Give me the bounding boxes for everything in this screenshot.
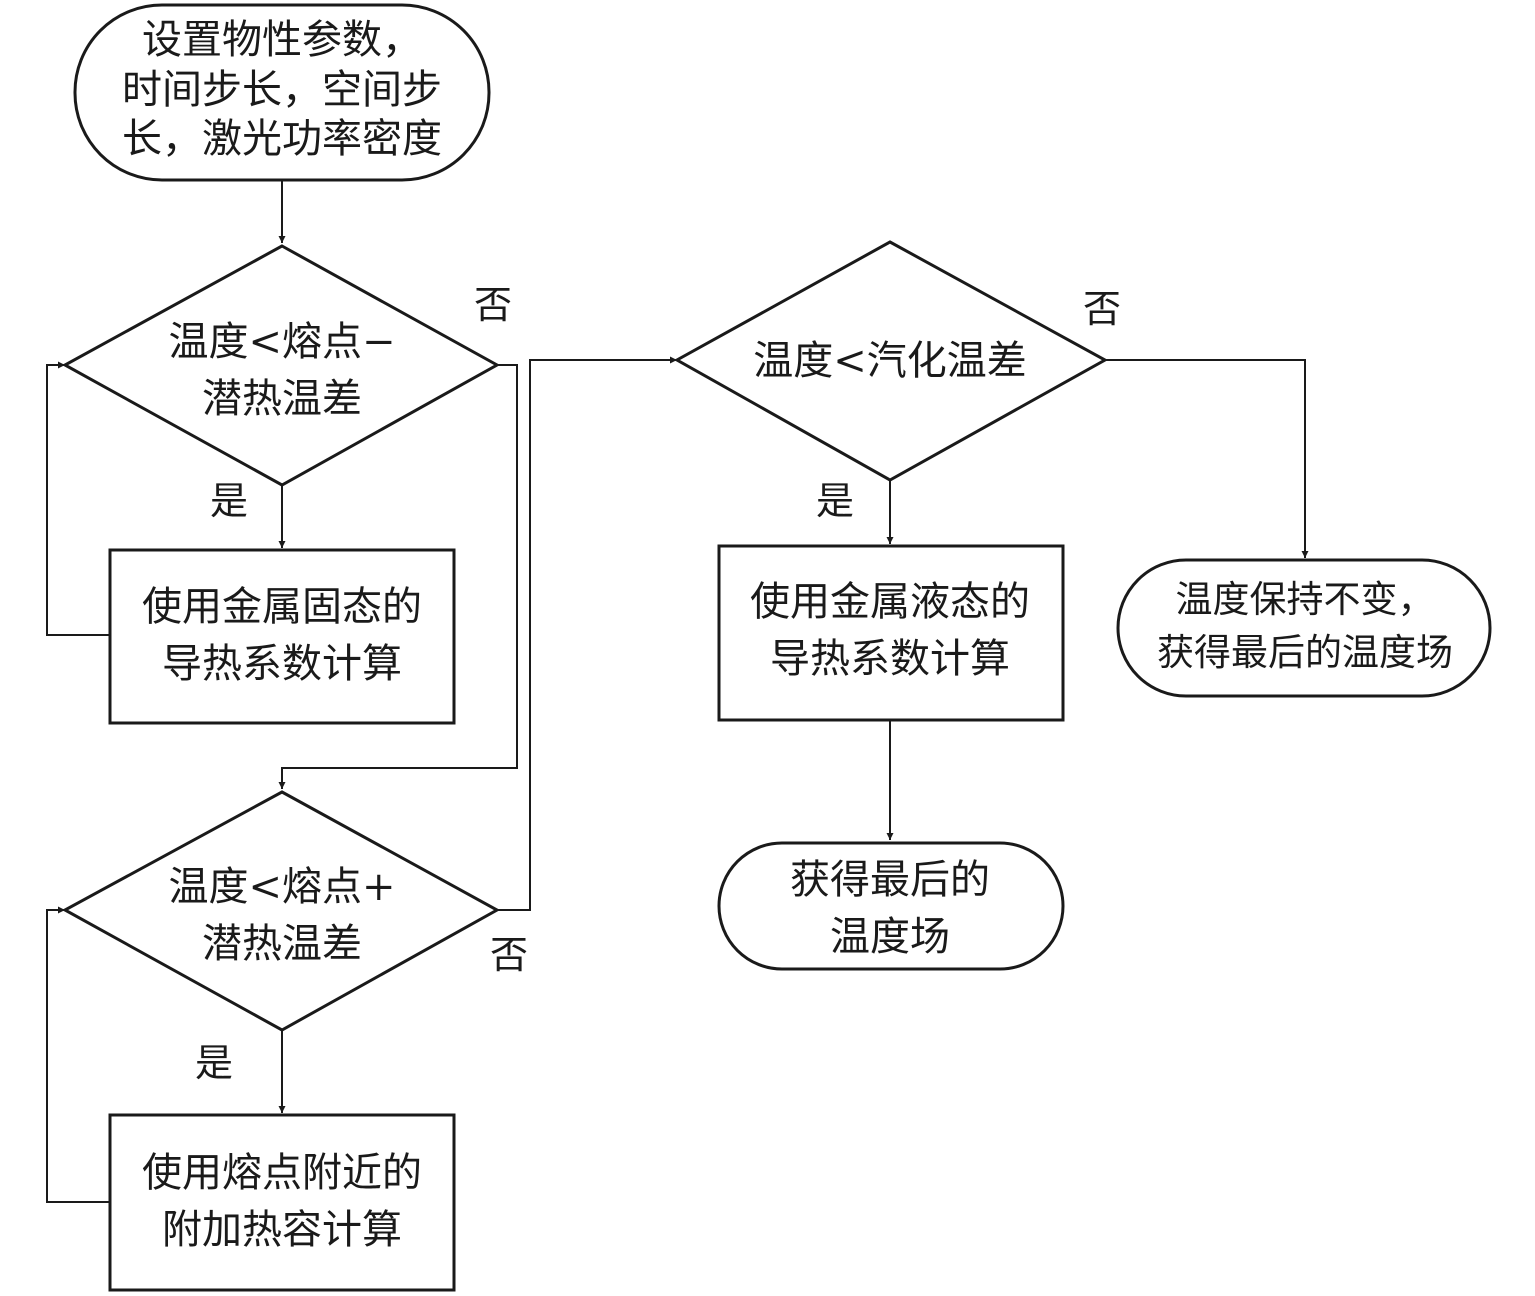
node-start: 设置物性参数， 时间步长，空间步 长，激光功率密度 bbox=[73, 3, 491, 182]
node-liquid-calc-line-1: 使用金属液态的 bbox=[750, 579, 1030, 625]
node-end-liquid-line-1: 获得最后的 bbox=[790, 857, 990, 903]
node-decision3-line-1: 温度<汽化温差 bbox=[753, 338, 1027, 384]
node-solid-calc: 使用金属固态的 导热系数计算 bbox=[108, 548, 456, 725]
node-end-liquid-line-2: 温度场 bbox=[830, 914, 950, 960]
node-end-constant-line-1: 温度保持不变， bbox=[1176, 578, 1435, 621]
node-start-line-1: 设置物性参数， bbox=[142, 17, 422, 63]
edge-decision2-no bbox=[497, 356, 677, 911]
edge-labels: 否 是 否 是 否 是 bbox=[195, 283, 1121, 1085]
node-liquid-calc: 使用金属液态的 导热系数计算 bbox=[717, 544, 1065, 722]
edge-solid-calc-loopback bbox=[46, 361, 110, 636]
label-decision3-no: 否 bbox=[1083, 287, 1121, 331]
node-decision2-line-1: 温度<熔点+ bbox=[168, 864, 395, 910]
node-melt-calc-line-2: 附加热容计算 bbox=[162, 1207, 402, 1253]
label-decision3-yes: 是 bbox=[816, 479, 854, 523]
node-liquid-calc-line-2: 导热系数计算 bbox=[770, 636, 1010, 682]
node-decision1: 温度<熔点− 潜热温差 bbox=[61, 244, 501, 487]
node-end-constant-line-2: 获得最后的温度场 bbox=[1157, 631, 1453, 674]
node-melt-calc: 使用熔点附近的 附加热容计算 bbox=[108, 1113, 456, 1292]
label-decision2-no: 否 bbox=[490, 933, 528, 977]
node-decision2-line-2: 潜热温差 bbox=[202, 921, 362, 967]
label-decision1-yes: 是 bbox=[210, 479, 248, 523]
node-decision1-line-2: 潜热温差 bbox=[202, 376, 362, 422]
node-end-liquid: 获得最后的 温度场 bbox=[717, 841, 1065, 971]
node-start-line-3: 长，激光功率密度 bbox=[122, 116, 442, 162]
node-melt-calc-line-1: 使用熔点附近的 bbox=[142, 1150, 422, 1196]
node-end-constant: 温度保持不变， 获得最后的温度场 bbox=[1116, 558, 1492, 698]
node-solid-calc-line-2: 导热系数计算 bbox=[162, 641, 402, 687]
label-decision2-yes: 是 bbox=[195, 1041, 233, 1085]
node-solid-calc-line-1: 使用金属固态的 bbox=[142, 584, 422, 630]
node-decision1-line-1: 温度<熔点− bbox=[168, 319, 395, 365]
edge-decision3-no bbox=[1105, 359, 1309, 558]
edge-melt-calc-loopback bbox=[46, 906, 110, 1203]
edge-decision1-no bbox=[278, 364, 518, 789]
edges bbox=[46, 181, 1309, 1203]
node-decision3: 温度<汽化温差 bbox=[673, 240, 1109, 482]
node-decision2: 温度<熔点+ 潜热温差 bbox=[61, 790, 501, 1032]
node-start-line-2: 时间步长，空间步 bbox=[122, 67, 442, 113]
label-decision1-no: 否 bbox=[474, 283, 512, 327]
